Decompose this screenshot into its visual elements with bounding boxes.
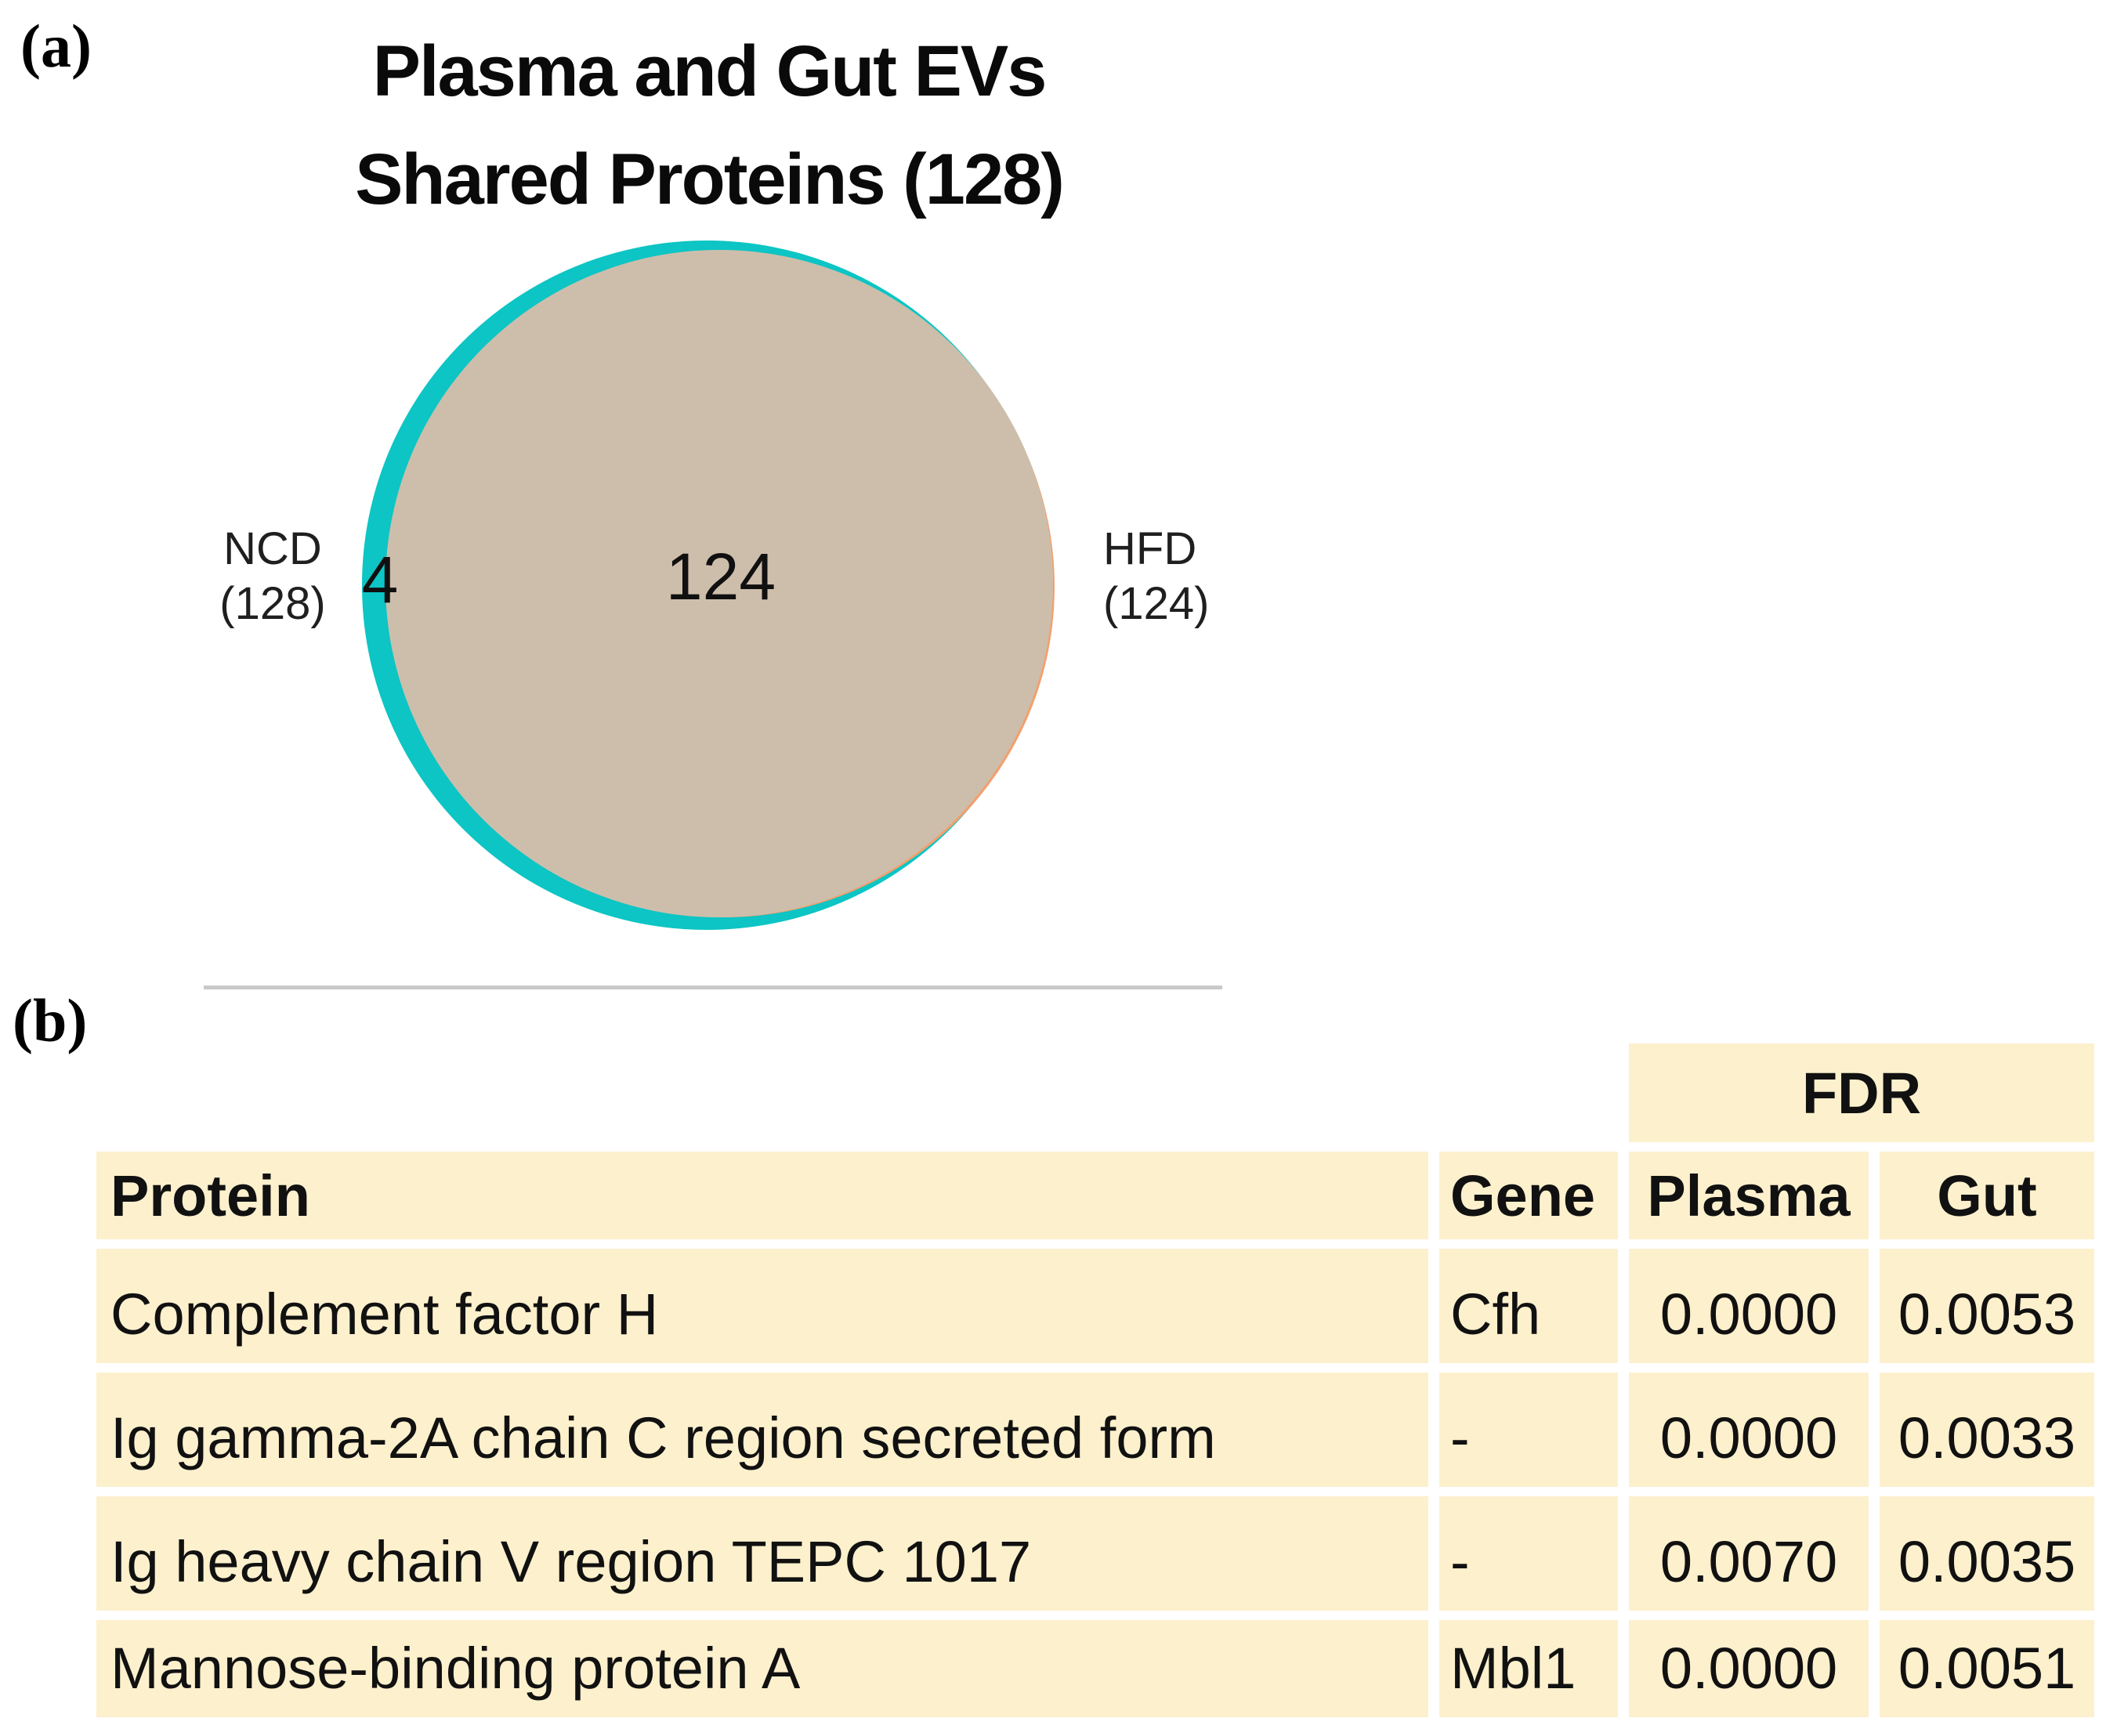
table-row-gut-cell: 0.0033: [1880, 1373, 2094, 1487]
table-row-gut-cell: 0.0053: [1880, 1249, 2094, 1363]
table-row-plasma-cell: 0.0000: [1629, 1373, 1869, 1487]
table-header-gene: Gene: [1439, 1152, 1618, 1239]
table-row-protein-cell: Ig gamma-2A chain C region secreted form: [96, 1373, 1428, 1487]
table-row-gene-cell: Cfh: [1439, 1249, 1618, 1363]
table-row-protein-cell: Ig heavy chain V region TEPC 1017: [96, 1496, 1428, 1611]
venn-label-hfd-count: (124): [1103, 578, 1210, 629]
table-row-plasma-cell: 0.0070: [1629, 1496, 1869, 1611]
venn-title-line1: Plasma and Gut EVs: [372, 31, 1048, 111]
table-row-plasma-cell: 0.0000: [1629, 1249, 1869, 1363]
fdr-table: FDR Protein Gene Plasma Gut Complement f…: [96, 1043, 2094, 1717]
venn-label-hfd: HFD (124): [1103, 522, 1276, 631]
panel-divider-line: [204, 986, 1222, 989]
venn-intersection-region: [385, 250, 1053, 917]
table-row-gene-cell: -: [1439, 1373, 1618, 1487]
panel-b-label: (b): [13, 986, 88, 1054]
table-header-gut: Gut: [1880, 1152, 2094, 1239]
table-row-gene-cell: -: [1439, 1496, 1618, 1611]
table-row-plasma-cell: 0.0000: [1629, 1620, 1869, 1717]
venn-label-ncd: NCD (128): [194, 522, 351, 631]
venn-value-intersection: 124: [665, 540, 776, 613]
table-row-gut-cell: 0.0035: [1880, 1496, 2094, 1611]
panel-a-label: (a): [20, 12, 92, 80]
venn-title-line2: Shared Proteins (128): [355, 139, 1065, 219]
table-header-protein: Protein: [96, 1152, 1428, 1239]
table-header-plasma: Plasma: [1629, 1152, 1869, 1239]
table-header-fdr-group: FDR: [1629, 1043, 2094, 1142]
table-row-protein-cell: Mannose-binding protein A: [96, 1620, 1428, 1717]
venn-label-hfd-name: HFD: [1103, 523, 1197, 574]
venn-label-ncd-count: (128): [219, 578, 326, 629]
table-row-gut-cell: 0.0051: [1880, 1620, 2094, 1717]
venn-label-ncd-name: NCD: [223, 523, 322, 574]
venn-value-ncd-only: 4: [361, 543, 399, 617]
table-row-protein-cell: Complement factor H: [96, 1249, 1428, 1363]
venn-title: Plasma and Gut EVs Shared Proteins (128): [196, 17, 1222, 233]
table-row-gene-cell: Mbl1: [1439, 1620, 1618, 1717]
